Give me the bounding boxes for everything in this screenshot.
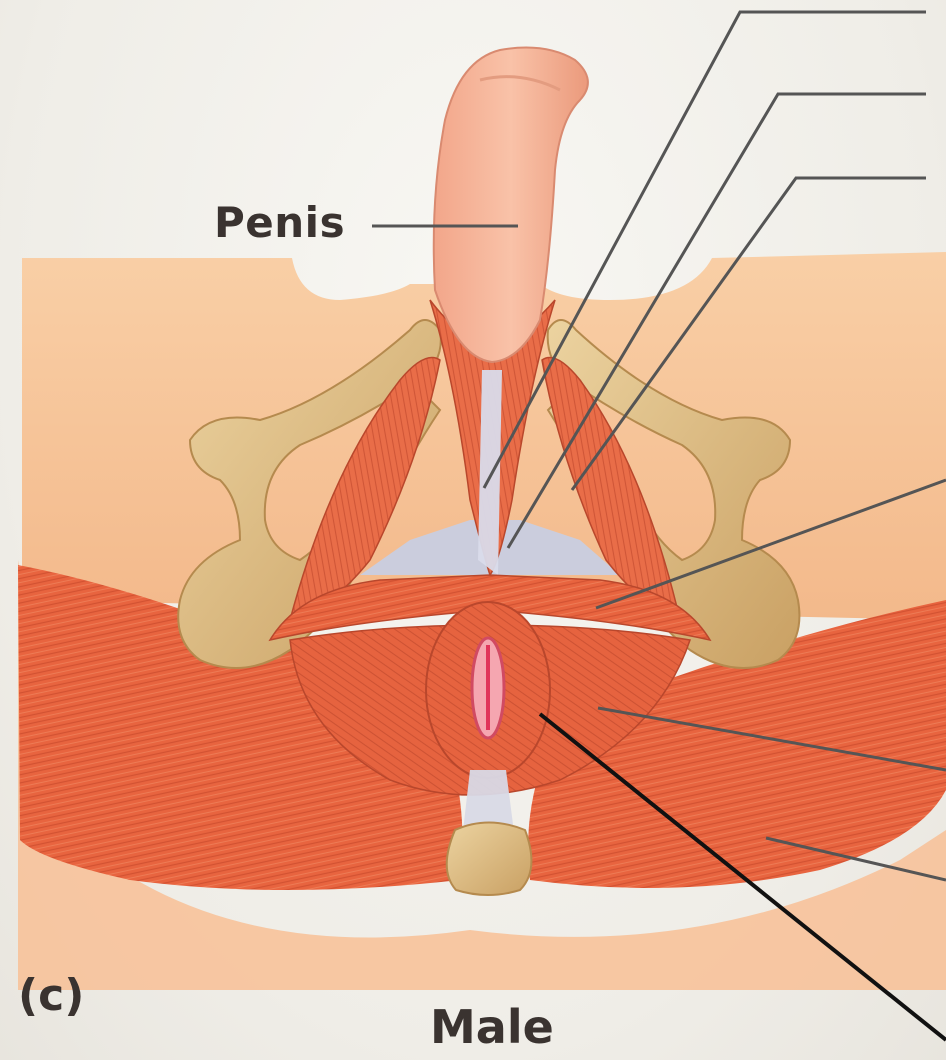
coccyx bbox=[447, 823, 532, 896]
median-raphe bbox=[478, 370, 502, 575]
label-penis: Penis bbox=[214, 198, 345, 247]
panel-label: (c) bbox=[18, 970, 84, 1021]
figure-caption: Male bbox=[430, 1000, 554, 1054]
